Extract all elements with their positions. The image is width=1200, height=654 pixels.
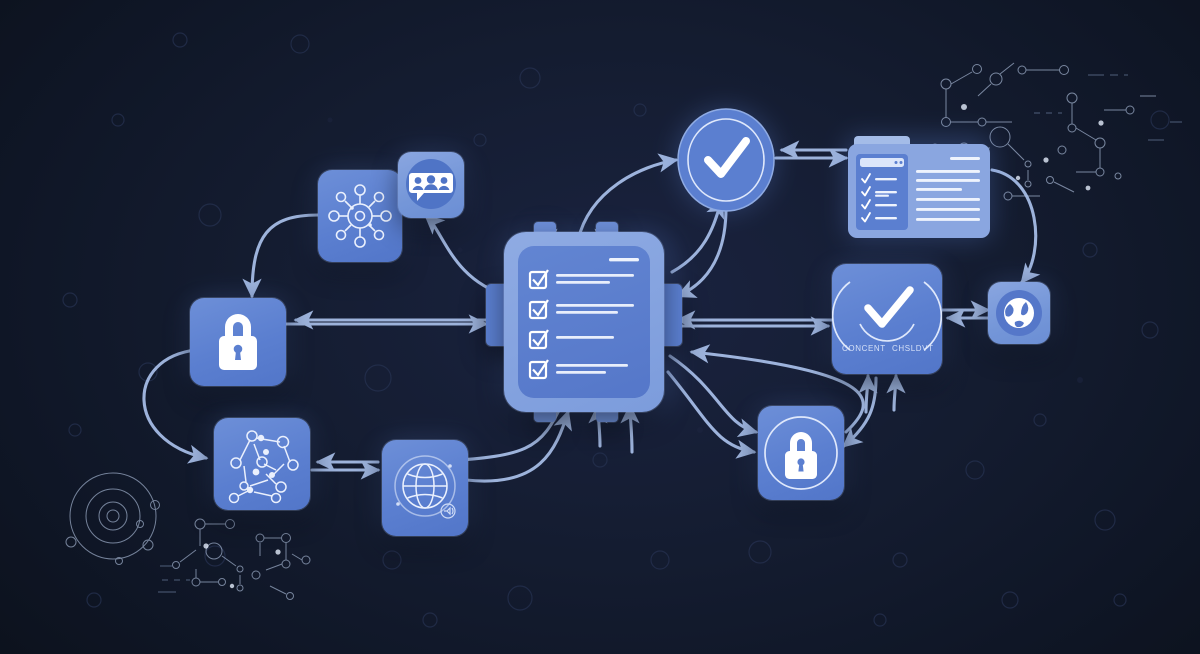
globe-filled-node[interactable] bbox=[988, 282, 1050, 344]
clipboard-checklist-icon bbox=[528, 258, 639, 380]
global-reach-node[interactable] bbox=[382, 440, 468, 536]
check-circle-icon bbox=[677, 108, 775, 212]
consent-checklist-node[interactable]: CONCENT CHSLDVT bbox=[832, 264, 942, 374]
node-graph-icon bbox=[228, 430, 299, 504]
central-checklist-node[interactable] bbox=[486, 222, 682, 422]
earth-globe-icon bbox=[996, 290, 1042, 336]
people-speech-bubble-icon bbox=[406, 159, 456, 209]
hub-spoke-network-icon bbox=[328, 184, 392, 248]
consent-label-right: CHSLDVT bbox=[892, 344, 934, 353]
verification-badge-node[interactable] bbox=[676, 108, 776, 212]
wireframe-globe-icon bbox=[394, 455, 456, 519]
people-chat-node[interactable] bbox=[398, 152, 464, 218]
consent-label-left: CONCENT bbox=[842, 344, 886, 353]
padlock-icon bbox=[219, 314, 257, 370]
checklist-document-icon bbox=[848, 136, 990, 238]
document-window-node[interactable] bbox=[846, 136, 992, 240]
check-arc-icon bbox=[832, 281, 942, 351]
padlock-in-circle-icon bbox=[764, 416, 838, 490]
encryption-lock-node[interactable] bbox=[758, 406, 844, 500]
hub-network-node[interactable] bbox=[318, 170, 402, 262]
data-graph-node[interactable] bbox=[214, 418, 310, 510]
security-lock-node[interactable] bbox=[190, 298, 286, 386]
